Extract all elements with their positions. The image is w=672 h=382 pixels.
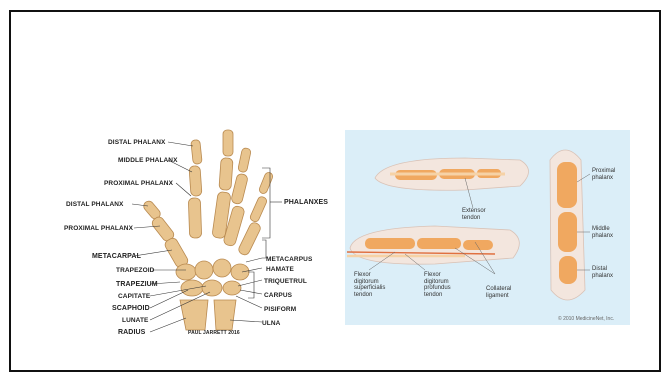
label-metacarpal: METACARPAL [92,253,141,260]
label-radius: RADIUS [118,329,145,336]
label-metacarpus: METACARPUS [266,256,312,263]
label-scaphoid: SCAPHOID [112,305,150,312]
label-flexor-superficialis: Flexor digitorum superficialis tendon [354,272,385,298]
label-lunate: LUNATE [122,317,148,324]
label-capitate: CAPITATE [118,293,150,300]
label-proximal-phalanx-finger: Proximal phalanx [592,168,615,181]
illustration-credit: PAUL JARRETT 2016 [188,330,240,336]
label-extensor-tendon: Extensor tendon [462,208,486,221]
label-phalanxes: PHALANXES [284,199,328,206]
label-middle-phalanx: MIDDLE PHALANX [118,157,178,164]
label-hamate: HAMATE [266,266,294,273]
label-carpus: CARPUS [264,292,292,299]
label-triquetrul: TRIQUETRUL [264,278,307,285]
copyright-text: © 2010 MedicineNet, Inc. [558,316,614,322]
label-proximal-phalanx: PROXIMAL PHALANX [104,180,173,187]
label-trapezoid: TRAPEZOID [116,267,154,274]
label-collateral-ligament: Collateral ligament [486,286,511,299]
label-ulna: ULNA [262,320,280,327]
label-proximal-phalanx-thumb: PROXIMAL PHALANX [64,225,133,232]
label-middle-phalanx-finger: Middle phalanx [592,226,613,239]
label-distal-phalanx: DISTAL PHALANX [108,139,166,146]
label-pisiform: PISIFORM [264,306,296,313]
label-distal-phalanx-finger: Distal phalanx [592,266,613,279]
label-flexor-profundus: Flexor digitorum profundus tendon [424,272,451,298]
label-distal-phalanx-thumb: DISTAL PHALANX [66,201,124,208]
label-trapezium: TRAPEZIUM [116,281,158,288]
